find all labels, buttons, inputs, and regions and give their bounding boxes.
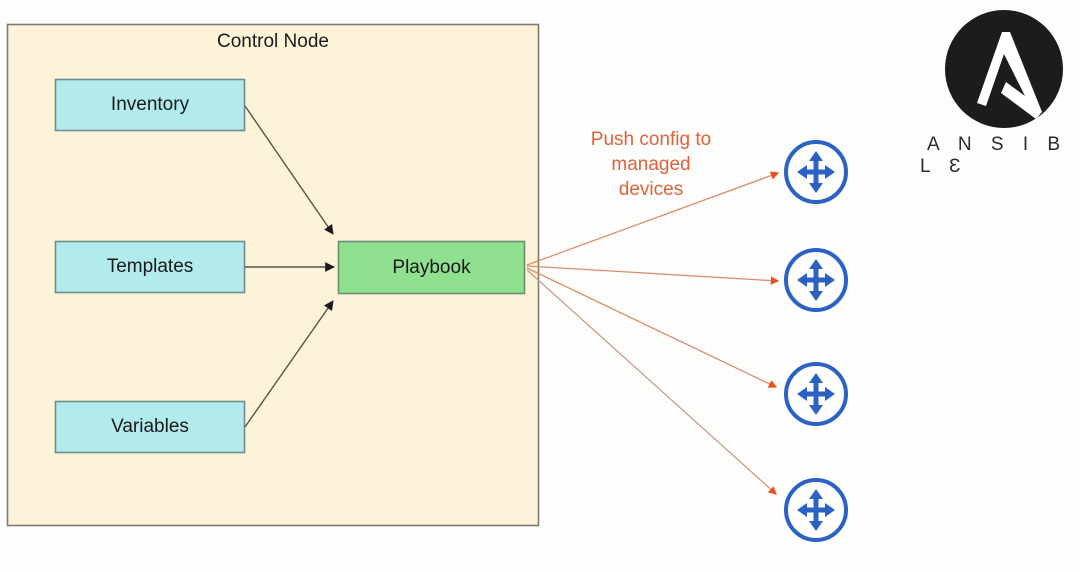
- push-line-1: [526, 171, 780, 266]
- playbook-box-hit[interactable]: [338, 241, 525, 294]
- inventory-box[interactable]: [54, 78, 246, 132]
- templates-box-hit[interactable]: [55, 241, 245, 293]
- router-icon-1[interactable]: [784, 140, 848, 204]
- variables-box-hit[interactable]: [55, 401, 245, 453]
- router-icon-3[interactable]: [784, 362, 848, 426]
- inventory-box-hit[interactable]: [55, 79, 245, 131]
- push-line-4: [526, 269, 777, 495]
- push-line-3: [526, 267, 778, 388]
- connector-inventory-to-playbook: [244, 105, 334, 235]
- router-icon-2[interactable]: [784, 248, 848, 312]
- push-line-2: [526, 265, 780, 285]
- templates-box[interactable]: [54, 240, 246, 294]
- variables-box[interactable]: [54, 400, 246, 454]
- playbook-box[interactable]: [337, 240, 526, 295]
- ansible-logo-icon: [945, 10, 1063, 128]
- router-icon-4[interactable]: [784, 478, 848, 542]
- connector-variables-to-playbook: [244, 300, 334, 428]
